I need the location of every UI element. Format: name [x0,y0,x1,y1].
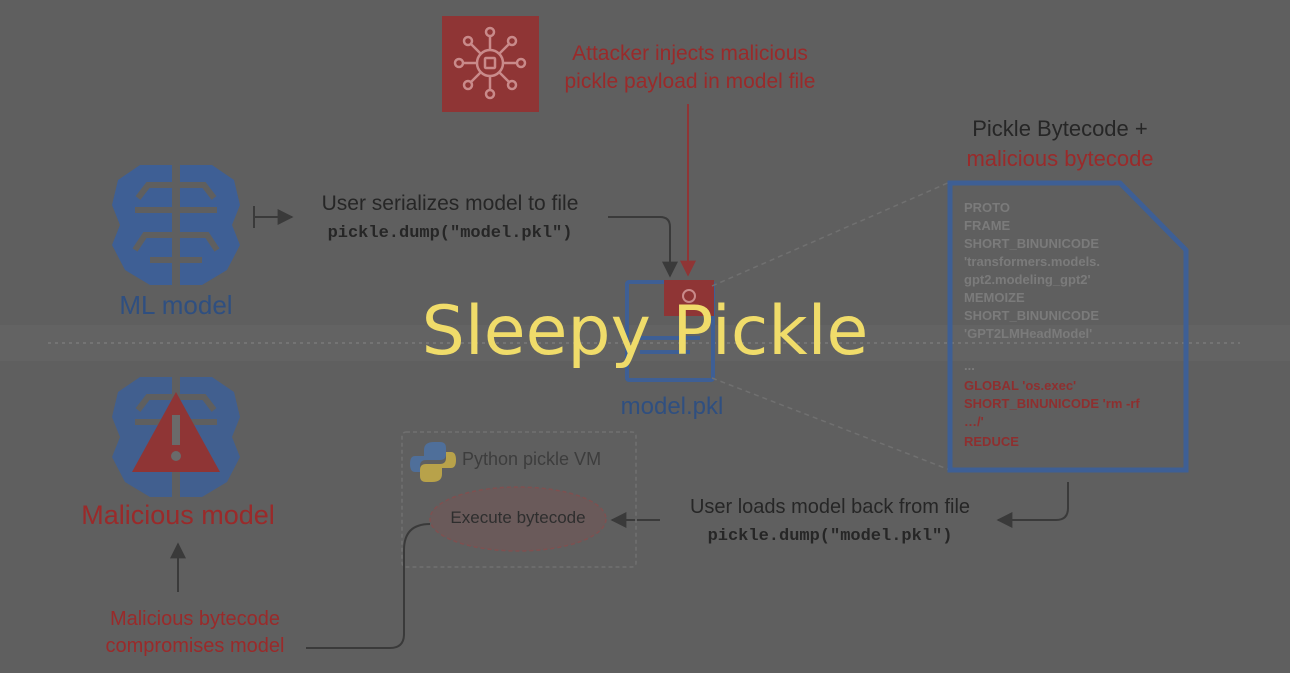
bytecode-line: …/' [964,414,984,429]
document-icon [625,280,715,382]
malicious-model-label: Malicious model [81,500,275,530]
compromise-caption-line1: Malicious bytecode [109,608,281,630]
load-caption: User loads model back from file [689,496,971,518]
brain-icon [112,165,240,285]
zoom-line-bottom [711,377,951,471]
serialize-code: pickle.dump("model.pkl") [327,224,573,243]
bytecode-line: SHORT_BINUNICODE [964,308,1100,323]
python-vm-box [401,431,637,568]
bytecode-line: PROTO [964,200,1010,215]
bytecode-line: REDUCE [964,434,1019,449]
network-security-icon [442,16,539,112]
bytecode-line: GLOBAL 'os.exec' [964,378,1077,393]
compromise-line [306,523,431,649]
bytecode-line: FRAME [964,218,1011,233]
bytecode-line: 'transformers.models. [964,254,1101,269]
bytecode-line: ... [964,358,975,373]
execute-bytecode-ellipse [429,486,607,552]
compromise-caption: Malicious bytecode compromises model [80,606,310,660]
bytecode-header-line1: Pickle Bytecode + [972,116,1148,141]
compromise-caption-line2: compromises model [105,635,285,657]
load-arrow-in [996,482,1069,528]
bytecode-line: SHORT_BINUNICODE [964,236,1100,251]
load-code: pickle.dump("model.pkl") [707,527,953,546]
serialize-caption: User serializes model to file [321,192,579,215]
model-file-label: model.pkl [620,393,724,420]
serialize-arrow [253,206,678,278]
zoom-line-top [711,181,951,287]
attacker-caption-line1: Attacker injects malicious [572,42,808,65]
bytecode-header-line2: malicious bytecode [966,146,1154,171]
bytecode-line: SHORT_BINUNICODE 'rm -rf [964,396,1140,411]
bytecode-line: MEMOIZE [964,290,1025,305]
python-logo-icon [410,442,456,482]
overlay-title: Sleepy Pickle [421,292,869,371]
execute-bytecode-label: Execute bytecode [450,508,586,527]
bytecode-document [947,180,1189,473]
attacker-caption-line2: pickle payload in model file [564,70,816,93]
python-vm-label: Python pickle VM [462,449,602,469]
warning-triangle-icon [132,392,220,472]
attacker-caption: Attacker injects malicious pickle payloa… [545,40,835,96]
bytecode-line: gpt2.modeling_gpt2' [964,272,1091,287]
ml-model-label: ML model [119,290,233,320]
bytecode-line: 'GPT2LMHeadModel' [964,326,1093,341]
